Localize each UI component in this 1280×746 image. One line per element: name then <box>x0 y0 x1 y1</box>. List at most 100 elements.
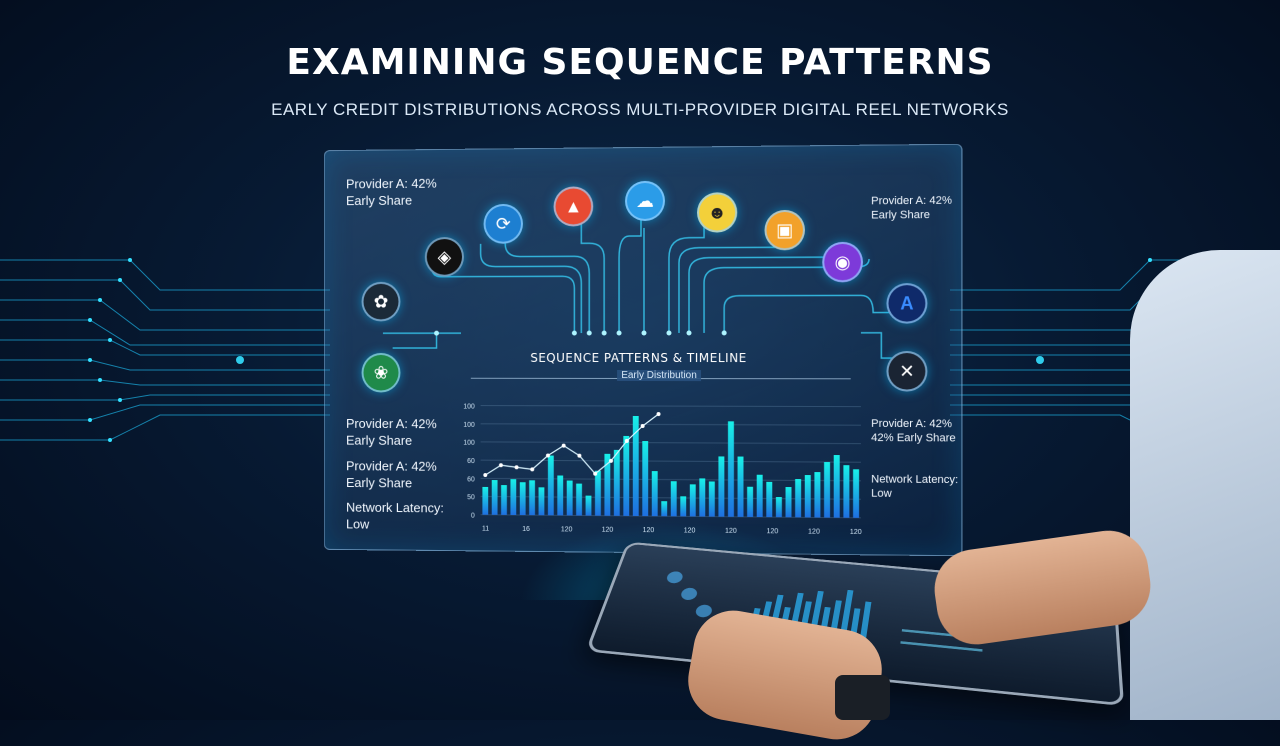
wrist-watch <box>835 675 890 720</box>
stat-value: Low <box>346 516 370 532</box>
trend-point <box>530 467 535 472</box>
chart-bar <box>529 480 535 516</box>
trend-point <box>577 453 582 458</box>
chart-bar <box>482 486 489 515</box>
stat-label: Provider A: 42% <box>871 417 952 431</box>
chart-bar <box>718 456 725 517</box>
stat-label: Network Latency: <box>346 499 444 516</box>
cloud-icon[interactable]: ☁ <box>625 180 665 222</box>
chart-bar <box>576 483 582 516</box>
chart-bar <box>632 415 639 517</box>
chart-bar <box>585 495 592 516</box>
chart-bar <box>766 481 773 518</box>
chart-bar <box>614 450 621 517</box>
chart-bar <box>747 486 754 517</box>
x-tick-label: 120 <box>725 528 737 535</box>
refresh-icon[interactable]: ⟳ <box>483 203 523 244</box>
y-tick-label: 0 <box>471 513 475 520</box>
stat-right-1: Provider A: 42% Early Share <box>871 194 952 223</box>
x-tick-label: 120 <box>808 528 820 535</box>
chart-bar <box>651 470 658 516</box>
y-tick-label: 50 <box>467 494 475 501</box>
camera-icon[interactable]: ◉ <box>822 241 863 283</box>
trend-point <box>655 411 660 416</box>
chart-bar <box>853 469 860 518</box>
holographic-dashboard-panel: ⟳ ◈ ▲ ☁ ☻ ▣ ◉ A ✕ ✿ ❀ Provider A: 42% Ea… <box>323 143 963 557</box>
gift-icon[interactable]: ▣ <box>764 209 805 251</box>
chart-bar <box>843 465 850 518</box>
chart-bar <box>824 462 831 518</box>
stat-value: Early Share <box>346 192 413 209</box>
chart-bar <box>737 456 744 517</box>
x-tick-label: 11 <box>482 526 489 533</box>
trend-point <box>640 423 645 428</box>
chart-bar <box>699 478 706 517</box>
page-title: EXAMINING SEQUENCE PATTERNS <box>286 42 994 83</box>
x-tick-label: 120 <box>643 527 655 534</box>
chart-bar <box>510 479 517 515</box>
x-tick-label: 120 <box>766 528 778 535</box>
stat-label: Network Latency: <box>871 473 959 487</box>
x-tick-label: 16 <box>522 526 530 533</box>
y-tick-label: 60 <box>467 476 475 483</box>
stat-left-4: Network Latency: Low <box>346 499 444 533</box>
chart-bar <box>689 484 696 517</box>
chart-bar <box>491 480 498 515</box>
gridline <box>481 478 861 480</box>
y-tick-label: 100 <box>463 422 475 429</box>
shirt-sleeve <box>1130 250 1280 720</box>
stat-left-2: Provider A: 42% Early Share <box>346 415 437 449</box>
stat-left-3: Provider A: 42% Early Share <box>346 457 437 491</box>
gridline <box>481 497 861 500</box>
stat-label: Provider A: 42% <box>346 175 437 192</box>
chart-bar <box>557 475 564 516</box>
emoji-icon[interactable]: ☻ <box>697 192 738 233</box>
stat-value: Low <box>871 487 892 500</box>
chart-bar <box>680 496 687 517</box>
stat-value: Early Share <box>346 432 413 448</box>
trend-point <box>545 453 550 458</box>
chart-bar <box>501 485 507 515</box>
chart-bar <box>785 487 792 518</box>
chart-bar <box>833 455 840 518</box>
chart-bar <box>547 455 554 516</box>
trend-point <box>609 459 614 464</box>
chart-bar <box>814 472 821 518</box>
stat-value: Early Share <box>346 475 413 491</box>
gridline <box>481 515 861 518</box>
y-tick-label: 100 <box>463 403 475 410</box>
chart-bar <box>708 481 715 517</box>
chart-bar <box>756 474 763 518</box>
gridline <box>481 424 861 425</box>
right-hand <box>929 525 1156 650</box>
a-logo-icon[interactable]: A <box>886 283 928 324</box>
chart-bar <box>595 470 601 516</box>
stat-value: 42% Early Share <box>871 431 956 445</box>
stat-label: Provider A: 42% <box>346 416 437 432</box>
gridline <box>481 406 861 407</box>
connection-lines <box>325 202 962 556</box>
stat-right-3: Network Latency: Low <box>871 472 958 501</box>
stat-right-2: Provider A: 42% 42% Early Share <box>871 417 956 446</box>
x-tick-label: 120 <box>850 529 862 536</box>
trend-point <box>514 465 519 470</box>
trend-line <box>485 414 658 477</box>
stat-label: Provider A: 42% <box>346 458 437 474</box>
distribution-range: Early Distribution <box>470 369 851 387</box>
trend-point <box>498 463 503 468</box>
chart-bar <box>623 436 630 517</box>
chart-bar <box>660 500 667 516</box>
chart-title: SEQUENCE PATTERNS & TIMELINE <box>530 350 747 366</box>
gridline <box>481 442 861 444</box>
chart-bar <box>566 480 573 516</box>
trend-point <box>561 443 566 448</box>
swirl-icon[interactable]: ✿ <box>361 281 401 322</box>
triangle-icon[interactable]: ▲ <box>553 186 594 227</box>
x-tick-label: 120 <box>684 527 696 534</box>
chart-bar <box>538 487 545 516</box>
chart-bar <box>795 479 802 518</box>
page-subtitle: EARLY CREDIT DISTRIBUTIONS ACROSS MULTI-… <box>271 100 1009 119</box>
x-tick-label: 120 <box>602 527 614 534</box>
cube-icon[interactable]: ◈ <box>424 236 464 277</box>
